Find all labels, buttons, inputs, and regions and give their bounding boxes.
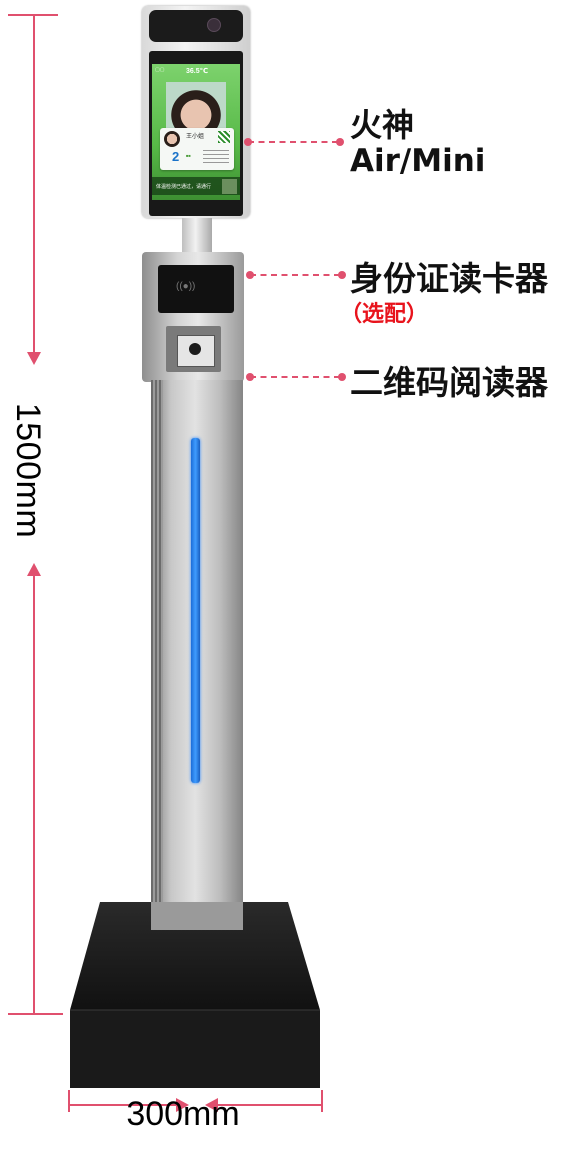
id-visit-count: 2 [172,149,180,164]
callout-product-model: Air/Mini [350,143,486,179]
id-detail-lines [203,150,229,164]
callout-line-1 [248,141,338,143]
notice-bar [152,177,240,195]
camera-lens-icon [207,18,221,32]
column-ribbed-edge [151,380,163,930]
id-name-text: 王小姐 [186,134,205,140]
callout-dot-1-start [244,138,252,146]
screen-notice: 体温检测已通过，请通行 [156,184,212,190]
callout-line-2 [250,274,340,276]
callout-id-reader-optional: （选配） [340,302,429,327]
notice-thumbnail [222,179,237,194]
qr-scanner-lens [189,343,201,355]
screen-temperature: 36.5℃ [186,68,209,75]
id-card-reader-pad [158,265,234,313]
callout-dot-2-end [338,271,346,279]
height-dim-line-upper [33,14,35,359]
callout-dot-1-end [336,138,344,146]
mount-neck [182,218,212,252]
callout-dot-3-end [338,373,346,381]
width-dim-arrow-left-icon [205,1098,218,1112]
callout-product-name: 火神 [350,106,415,144]
height-dimension-text: 1500mm [9,402,48,538]
callout-line-3 [250,376,340,378]
width-dim-right-tick [321,1090,323,1112]
id-status-indicator: ■■ [186,153,191,158]
id-photo [164,131,180,147]
width-dim-line-right [214,1104,321,1106]
callout-id-reader-title: 身份证读卡器 [350,259,548,298]
height-dimension-label: 1500mm [8,365,48,575]
width-dim-arrow-right-icon [176,1098,189,1112]
height-dim-line-lower [33,574,35,1014]
height-dim-arrow-up-icon [27,563,41,576]
height-dim-arrow-down-icon [27,352,41,365]
width-dimension-label: 300mm [126,1095,240,1133]
callout-qr-reader-title: 二维码阅读器 [350,363,548,402]
width-dim-left-tick [68,1090,70,1112]
screen-brand-mark: ▢▢ [155,67,165,73]
width-dim-line-left [69,1104,181,1106]
camera-bar [149,10,243,42]
callout-dot-2-start [246,271,254,279]
nfc-wave-icon: ((●)) [176,281,196,292]
height-dim-bottom-tick [8,1013,63,1015]
qr-code-icon [218,131,230,143]
led-light-strip [191,438,200,783]
callout-dot-3-start [246,373,254,381]
